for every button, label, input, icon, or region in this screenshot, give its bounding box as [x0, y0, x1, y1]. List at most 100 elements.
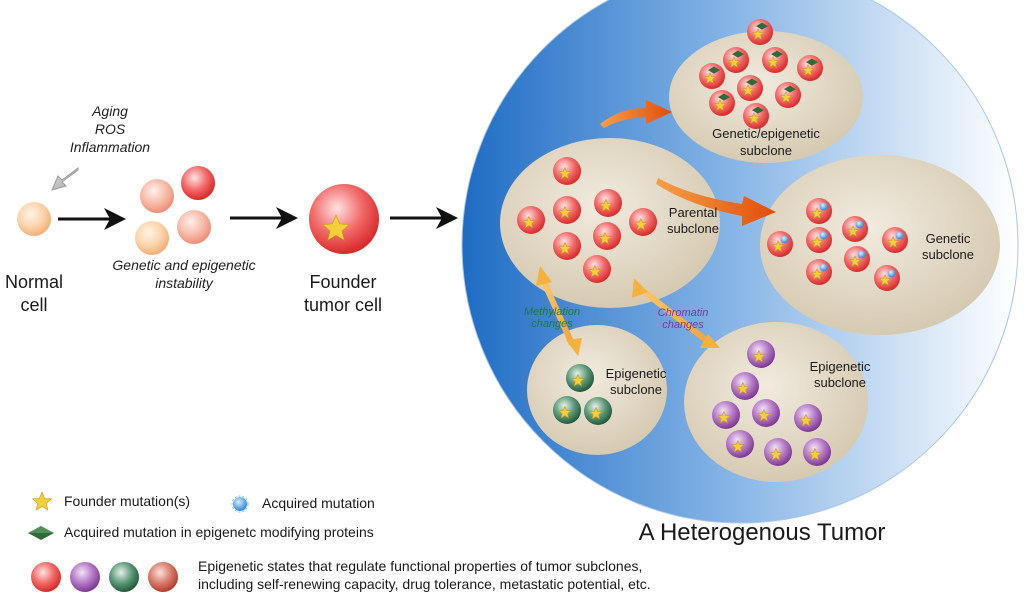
- star-icon: [757, 408, 771, 422]
- normal-cell: [17, 202, 51, 236]
- acquired-mutation-dot: [887, 269, 896, 278]
- green-cell: [553, 396, 581, 424]
- svg-text:cell: cell: [20, 295, 47, 315]
- parental-label-2: subclone: [667, 221, 719, 236]
- star-icon: [558, 166, 572, 180]
- causes-arrow: [51, 167, 79, 191]
- cause-inflammation: Inflammation: [70, 139, 150, 155]
- star-icon: [634, 217, 648, 231]
- star-icon: [558, 405, 572, 419]
- epigenetic-green-label-2: subclone: [610, 382, 662, 397]
- acquired-mutation-dot: [855, 220, 864, 229]
- genetic-cell: [806, 259, 832, 285]
- acquired-mutation-dot: [780, 235, 789, 244]
- genetic-cell: [806, 227, 832, 253]
- star-icon: [801, 64, 815, 76]
- subclone-cells: [517, 19, 908, 466]
- arrow-2: [230, 207, 298, 229]
- genetic-cell: [842, 216, 868, 242]
- legend-brown-cell: [148, 562, 178, 592]
- purple-cell: [712, 401, 740, 429]
- purple-cell: [752, 399, 780, 427]
- gen-epi-cell: [743, 103, 769, 129]
- parental-cell: [553, 232, 581, 260]
- parental-cell: [594, 189, 622, 217]
- purple-cell: [747, 340, 775, 368]
- epigenetic-mutation-diamond: [805, 58, 818, 66]
- parental-label-1: Parental: [669, 205, 718, 220]
- legend-states-line-1: Epigenetic states that regulate function…: [198, 558, 642, 574]
- purple-cell: [764, 438, 792, 466]
- star-icon: [810, 207, 824, 219]
- epigenetic-purple-label-2: subclone: [814, 375, 866, 390]
- epigenetic-purple-label-1: Epigenetic: [810, 359, 871, 374]
- genetic-label-2: subclone: [922, 247, 974, 262]
- star-icon: [571, 373, 585, 387]
- genetic-cell: [882, 227, 908, 253]
- star-icon: [717, 410, 731, 424]
- gen-epi-cell: [737, 75, 763, 101]
- star-icon: [31, 491, 53, 511]
- legend-founder-mutation: Founder mutation(s): [64, 493, 190, 509]
- star-icon: [727, 56, 741, 68]
- star-icon: [736, 381, 750, 395]
- methylation-label-2: changes: [531, 318, 573, 330]
- genetic-epigenetic-label-2: subclone: [740, 143, 792, 158]
- legend-acquired-epigenetic: Acquired mutation in epigenetc modifying…: [64, 524, 374, 540]
- arrow-1: [58, 208, 126, 230]
- star-icon: [808, 447, 822, 461]
- parental-cell: [553, 157, 581, 185]
- cause-ros: ROS: [95, 121, 126, 137]
- green-cell: [566, 364, 594, 392]
- chromatin-label-2: changes: [662, 319, 704, 331]
- genetic-epigenetic-label-1: Genetic/epigenetic: [712, 126, 820, 141]
- star-icon: [771, 240, 785, 252]
- parental-cell: [629, 208, 657, 236]
- epigenetic-mutation-diamond: [707, 66, 720, 74]
- star-icon: [878, 274, 892, 286]
- star-icon: [751, 28, 765, 40]
- star-icon: [810, 268, 824, 280]
- gen-epi-cell: [797, 55, 823, 81]
- acquired-mutation-dot: [819, 263, 828, 272]
- legend-red-cell: [31, 562, 61, 592]
- methylation-label-1: Methylation: [524, 306, 580, 318]
- purple-cell: [794, 404, 822, 432]
- founder-tumor-cell: [309, 184, 379, 254]
- star-icon: [747, 112, 761, 124]
- green-cell: [584, 397, 612, 425]
- acquired-mutation-dot: [895, 231, 904, 240]
- purple-cell: [731, 372, 759, 400]
- epigenetic-green-label-1: Epigenetic: [606, 366, 667, 381]
- tumor-title: A Heterogenous Tumor: [639, 519, 886, 546]
- epigenetic-mutation-diamond: [751, 106, 764, 114]
- star-icon: [589, 406, 603, 420]
- normal-cell-label: Normal cell: [5, 272, 63, 315]
- gen-epi-cell: [699, 63, 725, 89]
- legend-blue-dot-icon: [231, 495, 249, 513]
- parental-cell: [583, 255, 611, 283]
- epigenetic-mutation-diamond: [770, 50, 783, 58]
- star-icon: [321, 214, 351, 241]
- acquired-mutation-dot: [819, 202, 828, 211]
- legend-purple-cell: [70, 562, 100, 592]
- parental-cell: [517, 206, 545, 234]
- star-icon: [713, 99, 727, 111]
- gen-epi-cell: [775, 82, 801, 108]
- star-icon: [558, 205, 572, 219]
- instability-cells: [135, 166, 215, 255]
- epigenetic-mutation-diamond: [731, 50, 744, 58]
- genetic-label-1: Genetic: [926, 231, 971, 246]
- svg-text:Founder: Founder: [309, 272, 376, 292]
- methylation-arrow: [536, 266, 582, 356]
- star-icon: [731, 439, 745, 453]
- parental-cell: [553, 196, 581, 224]
- legend-green-cell: [109, 562, 139, 592]
- star-icon: [769, 447, 783, 461]
- svg-text:Normal: Normal: [5, 272, 63, 292]
- star-icon: [886, 236, 900, 248]
- star-icon: [599, 198, 613, 212]
- acquired-mutation-dot: [819, 231, 828, 240]
- epigenetic-mutation-diamond: [755, 22, 768, 30]
- parental-cell: [593, 222, 621, 250]
